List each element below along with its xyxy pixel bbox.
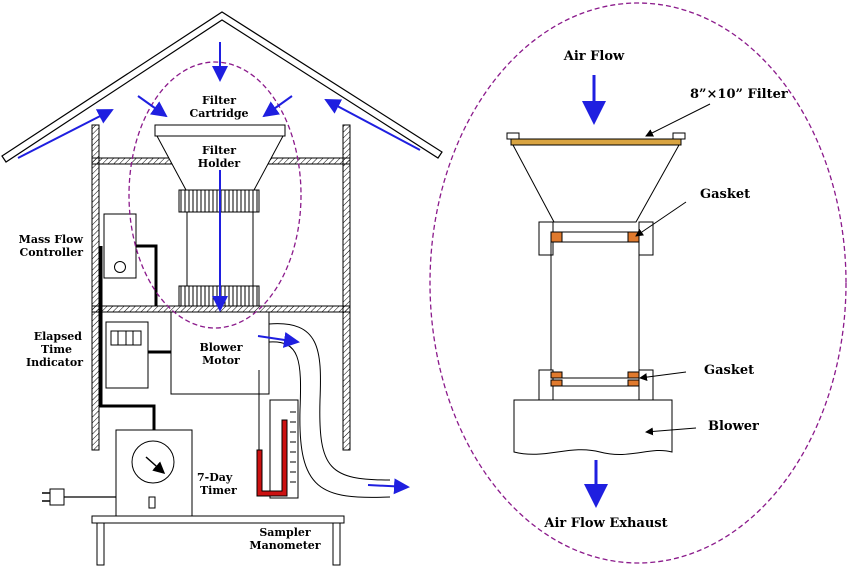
blower-motor-label-line1: Blower <box>199 341 242 354</box>
lower-flange-right <box>638 369 654 401</box>
filter-cartridge-label-line1: Filter <box>202 94 236 107</box>
blower-label: Blower <box>708 419 759 434</box>
shelter-roof <box>1 11 443 163</box>
filter-tray-tab-left <box>506 132 520 140</box>
detail-ellipse <box>429 2 847 564</box>
gasket-bottom-left-upper <box>550 371 563 379</box>
timer-switch-icon <box>148 496 156 509</box>
manometer-u-tube <box>256 419 288 497</box>
gasket-top-label: Gasket <box>700 187 750 202</box>
gasket-top-left <box>550 231 563 243</box>
mass-flow-label-line1: Mass Flow <box>19 233 84 246</box>
filter-cartridge-label-line2: Cartridge <box>189 107 248 120</box>
timer-label-line1: 7-Day <box>197 471 233 484</box>
timer-hand-icon <box>145 456 166 474</box>
filter-cartridge-plate <box>154 124 286 137</box>
elapsed-time-label-line1: Elapsed <box>34 330 83 343</box>
manometer-scale <box>290 411 296 483</box>
timer-label-line2: Timer <box>200 484 237 497</box>
manometer-label-line2: Manometer <box>249 539 320 552</box>
filter-leader <box>645 103 711 137</box>
base-table-top <box>91 515 345 524</box>
sampler-shelter: Filter Cartridge Filter Holder Mass Flow… <box>1 11 443 566</box>
filter-holder-detail: Air Flow 8”×10” Filter Gasket Gasket Blo… <box>429 2 847 564</box>
right-wall <box>342 124 351 451</box>
filter-detail-ellipse <box>128 61 302 329</box>
blower-motor-box <box>170 311 270 395</box>
blower-leader <box>645 427 697 436</box>
detail-funnel <box>512 144 680 223</box>
mass-flow-dial-icon <box>114 261 126 273</box>
blower-motor-label-line2: Motor <box>202 354 240 367</box>
filter-holder-label-line2: Holder <box>198 157 241 170</box>
air-flow-exhaust-label: Air Flow Exhaust <box>543 516 667 531</box>
filter-holder-label-line1: Filter <box>202 144 236 157</box>
left-wall <box>91 124 100 451</box>
elapsed-time-label-line2: Time <box>41 343 72 356</box>
base-table-leg-left <box>96 522 105 566</box>
filter-tray-tab-right <box>672 132 686 140</box>
gasket-top-leader <box>635 201 687 237</box>
air-flow-label: Air Flow <box>563 49 625 64</box>
gasket-bottom-right-upper <box>627 371 640 379</box>
gasket-bottom-right-lower <box>627 379 640 387</box>
mass-flow-wire <box>136 244 158 306</box>
exhaust-hose <box>268 323 391 481</box>
main-wire <box>99 246 156 430</box>
elapsed-time-label-line3: Indicator <box>26 356 83 369</box>
gasket-top-right <box>627 231 640 243</box>
timer-clock-icon <box>131 440 175 484</box>
filter-size-label: 8”×10” Filter <box>690 87 788 102</box>
upper-flange-right <box>638 221 654 256</box>
detail-blower-body <box>513 399 673 456</box>
flow-arrows-left <box>17 42 421 495</box>
base-table-leg-right <box>332 522 341 566</box>
gasket-bottom-label: Gasket <box>704 363 754 378</box>
mass-flow-label-line2: Controller <box>20 246 84 259</box>
gasket-bottom-leader <box>639 371 687 382</box>
gasket-bottom-left-lower <box>550 379 563 387</box>
manometer-label-line1: Sampler <box>259 526 311 539</box>
power-plug-icon <box>49 488 65 506</box>
filter-media <box>510 138 682 146</box>
